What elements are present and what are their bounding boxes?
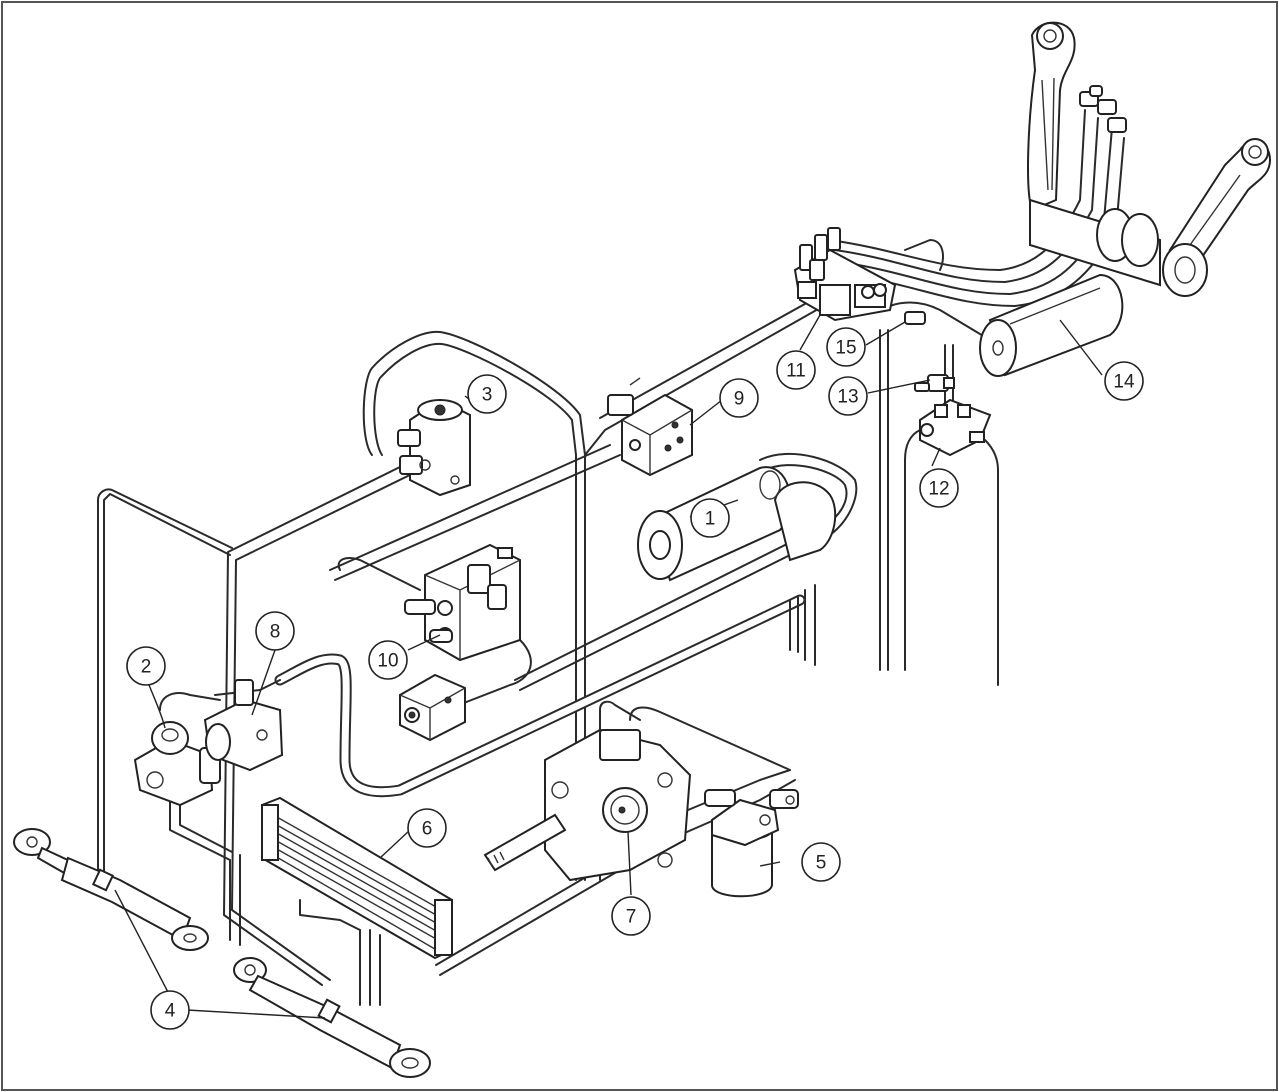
callout-2: 2 bbox=[126, 646, 166, 686]
valve-10 bbox=[404, 543, 521, 662]
valve-block-small bbox=[399, 673, 466, 742]
valve-13 bbox=[914, 374, 955, 392]
callout-3-label: 3 bbox=[482, 385, 493, 406]
callout-3: 3 bbox=[467, 374, 507, 414]
callout-8-label: 8 bbox=[270, 622, 281, 643]
fitting-15 bbox=[904, 311, 926, 325]
callout-6: 6 bbox=[407, 808, 447, 848]
callout-5-label: 5 bbox=[816, 853, 827, 874]
callout-6-label: 6 bbox=[422, 819, 433, 840]
callout-10-label: 10 bbox=[377, 651, 398, 672]
callout-1-label: 1 bbox=[705, 509, 716, 530]
callout-14-label: 14 bbox=[1113, 372, 1135, 393]
callout-8: 8 bbox=[255, 611, 295, 651]
callout-14: 14 bbox=[1104, 361, 1144, 401]
pump-8 bbox=[203, 679, 284, 772]
pump-7 bbox=[483, 728, 692, 882]
callout-5: 5 bbox=[801, 842, 841, 882]
callout-7-label: 7 bbox=[626, 907, 637, 928]
callout-13-label: 13 bbox=[837, 387, 858, 408]
accumulator-14 bbox=[979, 273, 1124, 377]
callout-15: 15 bbox=[826, 327, 866, 367]
callout-leaders bbox=[114, 314, 1103, 1019]
cylinder-4-lower bbox=[233, 957, 431, 1078]
filter-5 bbox=[704, 789, 799, 898]
callout-9-label: 9 bbox=[734, 389, 745, 410]
callout-11-label: 11 bbox=[786, 361, 806, 382]
callout-15-label: 15 bbox=[835, 338, 856, 359]
callout-4-label: 4 bbox=[165, 1001, 176, 1022]
valve-block-11 bbox=[793, 227, 897, 322]
callout-12: 12 bbox=[919, 468, 959, 508]
callout-2-label: 2 bbox=[141, 657, 152, 678]
callout-4: 4 bbox=[150, 990, 190, 1030]
valve-12 bbox=[919, 398, 992, 457]
lift-arms bbox=[1027, 21, 1272, 297]
oil-cooler-6 bbox=[261, 796, 453, 960]
pump-3 bbox=[397, 398, 471, 497]
callout-7: 7 bbox=[611, 896, 651, 936]
valve-block-9 bbox=[607, 377, 693, 477]
callout-13: 13 bbox=[828, 376, 868, 416]
callout-11: 11 bbox=[776, 350, 816, 390]
callout-1: 1 bbox=[690, 498, 730, 538]
callout-12-label: 12 bbox=[928, 479, 949, 500]
callout-10: 10 bbox=[368, 640, 408, 680]
callout-9: 9 bbox=[719, 378, 759, 418]
cylinder-4-upper bbox=[13, 828, 209, 951]
